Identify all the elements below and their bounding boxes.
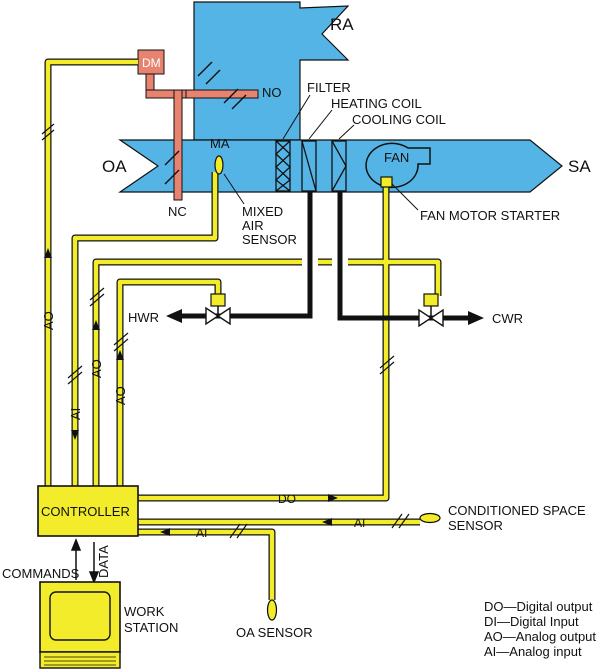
legend-ao: AO—Analog output [484, 629, 596, 644]
fan-motor-starter [380, 176, 393, 188]
damper-blades [164, 61, 247, 185]
monitor-screen [49, 591, 111, 641]
no-label: NO [262, 85, 282, 100]
chilled-water-valve [418, 293, 444, 328]
oa-sensor-label: OA SENSOR [236, 625, 313, 640]
data-label: DATA [96, 545, 111, 578]
coil-leader-lines [282, 94, 355, 140]
heating-coil [301, 140, 317, 192]
legend-do: DO—Digital output [484, 599, 593, 614]
heating-coil-label: HEATING COIL [331, 96, 422, 111]
mixed-air-sensor [214, 155, 224, 175]
cooling-coil [331, 140, 347, 192]
damper-linkage [137, 49, 259, 201]
comm-arrows [70, 537, 100, 585]
fan-housing [365, 142, 431, 189]
legend: DO—Digital output DI—Digital Input AO—An… [484, 599, 596, 659]
cooling-coil-label: COOLING COIL [352, 112, 446, 127]
controller-box [37, 485, 139, 537]
signal-arrows [44, 248, 338, 536]
conditioned-space-sensor [419, 512, 441, 524]
signal-ai-ma: AI [68, 408, 83, 420]
work-station-label-1: WORK [124, 604, 165, 619]
conditioned-space-sensor-label-1: CONDITIONED SPACE [448, 503, 586, 518]
hwr-arrow [166, 309, 182, 323]
filter-label: FILTER [307, 80, 351, 95]
signal-ao-dm: AO [41, 311, 56, 330]
legend-di: DI—Digital Input [484, 614, 579, 629]
legend-ai: AI—Analog input [484, 644, 582, 659]
nc-label: NC [168, 204, 187, 219]
signal-ao-hv: AO [113, 386, 128, 405]
signal-ai-space: AI [354, 516, 365, 530]
fan-motor-starter-label: FAN MOTOR STARTER [420, 208, 560, 223]
hot-water-valve [205, 293, 231, 326]
main-supply-duct [118, 139, 563, 193]
oa-label: OA [102, 157, 127, 176]
damper-motor-box [137, 49, 165, 75]
mixed-air-leader [223, 173, 245, 205]
signal-do: DO [278, 492, 296, 506]
mixed-air-sensor-label-3: SENSOR [242, 232, 297, 247]
sa-label: SA [568, 157, 591, 176]
mixed-air-sensor-label-2: AIR [242, 218, 264, 233]
conditioned-space-sensor-label-2: SENSOR [448, 518, 503, 533]
oa-sensor [266, 599, 278, 621]
filter [275, 140, 291, 192]
signal-ai-oa: AI [196, 526, 207, 540]
air-handler-duct [118, 1, 563, 193]
wire-hash-marks [41, 123, 410, 539]
cwr-arrow [468, 311, 484, 325]
commands-label: COMMANDS [2, 566, 80, 581]
fan-starter-leader [391, 183, 419, 211]
controller-label: CONTROLLER [41, 504, 130, 519]
ra-label: RA [330, 15, 354, 34]
ma-label: MA [210, 136, 230, 151]
cwr-label: CWR [492, 311, 523, 326]
signal-ao-cv: AO [89, 359, 104, 378]
signal-wires [44, 58, 442, 600]
hwr-label: HWR [128, 310, 159, 325]
keyboard [39, 651, 121, 669]
workstation [39, 581, 121, 669]
work-station-label-2: STATION [124, 620, 178, 635]
dm-label: DM [142, 56, 161, 70]
fan-label: FAN [384, 150, 409, 165]
mixed-air-sensor-label-1: MIXED [242, 204, 283, 219]
